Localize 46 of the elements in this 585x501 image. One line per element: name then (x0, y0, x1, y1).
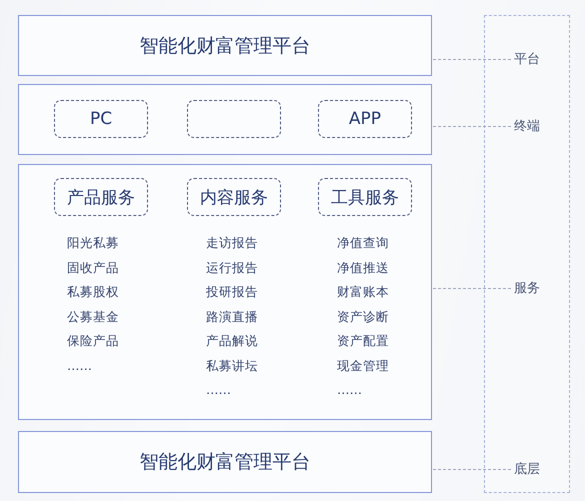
terminal-name: PC (90, 109, 112, 129)
service-item: 净值查询 (337, 235, 389, 250)
terminal-name: APP (348, 109, 382, 129)
service-item: 私募股权 (67, 284, 119, 299)
layer-label: 终端 (514, 119, 540, 134)
service-item: 走访报告 (206, 235, 258, 250)
connector-line (432, 469, 512, 470)
service-item: …… (67, 358, 92, 372)
service-item: 私募讲坛 (206, 358, 258, 372)
service-item: 公募基金 (67, 308, 119, 324)
connector-line (432, 59, 512, 60)
service-item: 保险产品 (67, 333, 119, 348)
service-item: 财富账本 (337, 284, 389, 299)
service-item: …… (337, 382, 362, 397)
service-name: 内容服务 (200, 186, 268, 208)
platform-title: 智能化财富管理平台 (140, 34, 310, 58)
layer-label: 服务 (514, 281, 540, 296)
terminal-box (187, 100, 281, 138)
layer-label: 平台 (514, 52, 540, 67)
connector-line (432, 288, 512, 289)
layer-column (484, 15, 570, 493)
service-box (318, 178, 412, 216)
service-item: 投研报告 (206, 284, 258, 299)
platform-title: 智能化财富管理平台 (140, 450, 310, 475)
service-item: 净值推送 (337, 260, 389, 274)
service-item: 固收产品 (67, 260, 119, 274)
service-item: 运行报告 (206, 260, 258, 274)
service-name: 产品服务 (67, 186, 135, 208)
terminal-box (54, 100, 148, 138)
service-item: 现金管理 (337, 358, 389, 372)
service-panel (18, 164, 432, 420)
service-name: 工具服务 (331, 186, 399, 208)
service-box (187, 178, 281, 216)
service-item: 路演直播 (206, 308, 258, 324)
service-item: 产品解说 (206, 333, 258, 348)
connector-line (432, 126, 512, 127)
service-item: 阳光私募 (67, 235, 119, 250)
platform-box (18, 431, 432, 493)
service-box (54, 178, 148, 216)
service-item: 资产诊断 (337, 308, 389, 324)
terminal-panel (18, 84, 432, 155)
terminal-box (318, 100, 412, 138)
platform-box (18, 15, 432, 76)
layer-label: 底层 (514, 462, 540, 477)
service-item: …… (206, 382, 231, 397)
service-item: 资产配置 (337, 333, 389, 348)
